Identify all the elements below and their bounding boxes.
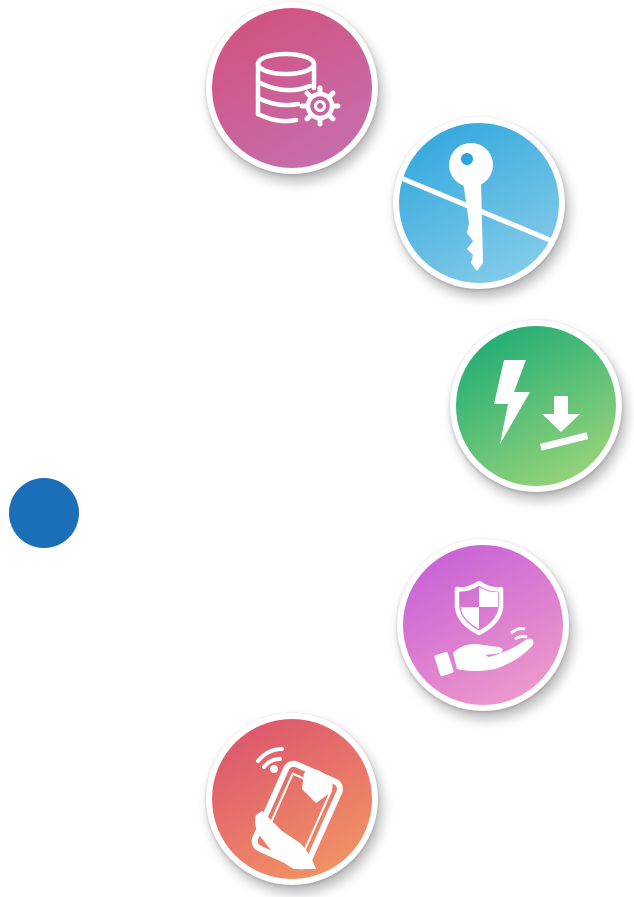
flash-disc xyxy=(456,326,616,486)
blue-dot xyxy=(9,478,79,548)
hand-shield-button[interactable] xyxy=(397,539,569,711)
phone-in-hand-button[interactable] xyxy=(206,713,378,885)
key-access-button[interactable] xyxy=(393,117,565,289)
database-gear-icon xyxy=(255,51,341,127)
key-slash-icon xyxy=(399,143,559,271)
phone-in-hand-icon xyxy=(251,747,343,870)
flash-download-button[interactable] xyxy=(450,320,622,492)
hand-disc xyxy=(403,545,563,705)
database-settings-button[interactable] xyxy=(206,2,378,174)
flash-download-icon xyxy=(494,360,589,451)
key-disc xyxy=(399,123,559,283)
database-disc xyxy=(212,8,372,168)
hand-shield-icon xyxy=(434,580,534,677)
phone-disc xyxy=(212,719,372,879)
